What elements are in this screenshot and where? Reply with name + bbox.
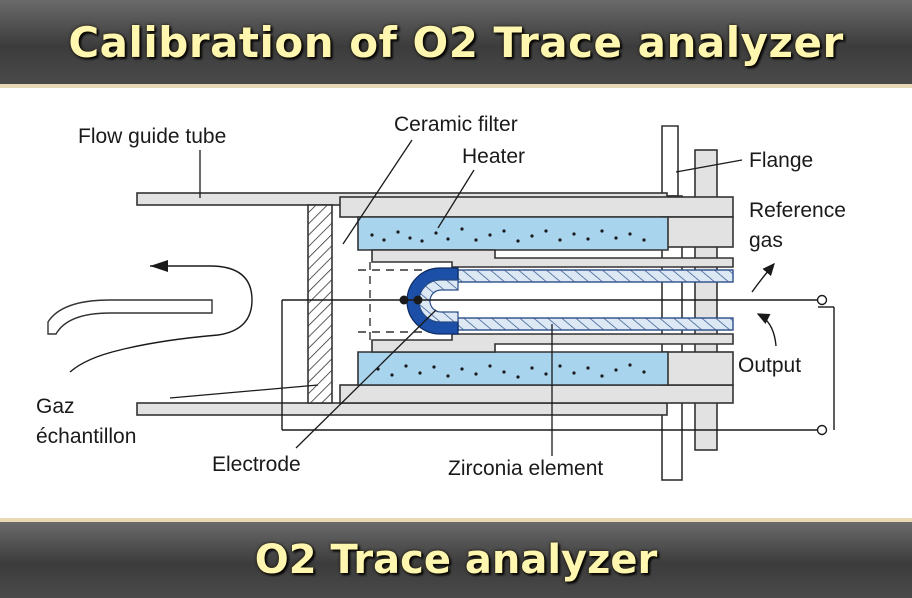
label-zirconia-element: Zirconia element (448, 457, 603, 480)
label-electrode: Electrode (212, 453, 301, 476)
junction-dots (399, 295, 423, 305)
subtitle-banner: O2 Trace analyzer (0, 518, 912, 598)
output-arrow (756, 313, 777, 347)
terminals (816, 294, 828, 436)
label-gas: gas (749, 229, 783, 252)
page-subtitle: O2 Trace analyzer (254, 537, 658, 583)
label-ceramic-filter: Ceramic filter (394, 113, 518, 136)
label-reference: Reference (749, 199, 846, 222)
label-flange: Flange (749, 149, 813, 172)
o2-analyzer-diagram: Flow guide tube Ceramic filter Heater Fl… (36, 113, 846, 481)
label-output: Output (738, 354, 801, 377)
flange (661, 125, 718, 481)
heater (357, 216, 669, 386)
zirconia-element (457, 269, 734, 331)
reference-gas-arrow (751, 262, 775, 293)
ceramic-filter (307, 204, 333, 404)
label-echantillon: échantillon (36, 425, 136, 448)
title-banner: Calibration of O2 Trace analyzer (0, 0, 912, 88)
label-heater: Heater (462, 145, 525, 168)
heater-dots (370, 227, 646, 379)
sample-gas-pipe (47, 299, 213, 335)
electrode (406, 267, 459, 335)
page-title: Calibration of O2 Trace analyzer (68, 17, 844, 67)
label-gaz: Gaz (36, 395, 75, 418)
leader-lines (169, 139, 743, 456)
sample-gas-flow-arrow (69, 265, 253, 373)
label-flow-guide-tube: Flow guide tube (78, 125, 226, 148)
filter-chamber-dashed (358, 262, 452, 340)
sample-gas-arrowhead (150, 260, 168, 272)
output-circuit (281, 299, 835, 431)
